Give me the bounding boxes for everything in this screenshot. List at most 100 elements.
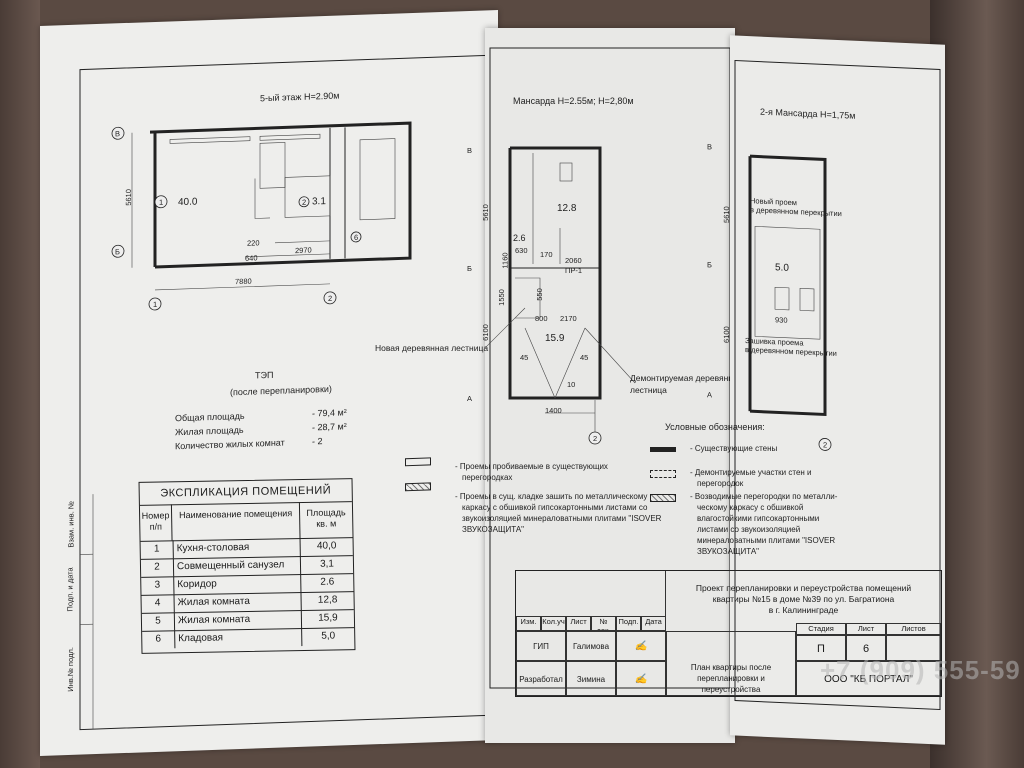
legend-l-1-2: перегородках — [462, 473, 513, 482]
legend-new-partition-symbol — [650, 494, 676, 502]
r-dim-5610: 5610 — [721, 206, 731, 224]
m-pr: ПР-1 — [565, 266, 583, 275]
dim-5610: 5610 — [123, 188, 133, 206]
stamp-inv2: Взам. инв. № — [66, 501, 76, 548]
m-dim-45b: 45 — [580, 353, 589, 362]
m-dim-6100: 6100 — [480, 324, 490, 341]
dim-2970: 2970 — [295, 245, 312, 256]
circle-6: 6 — [354, 232, 359, 243]
mansard2-plan — [734, 60, 941, 710]
m-dim-2060: 2060 — [565, 256, 582, 265]
floor5-plan — [79, 54, 498, 731]
legend-r-3-1: - Возводимые перегородки по металли- — [690, 492, 838, 501]
m-dim-550: 550 — [534, 288, 544, 301]
legend-opening-symbol — [405, 457, 431, 467]
tb-razrab-name: Зимина — [566, 661, 616, 696]
m-dim-5610: 5610 — [480, 204, 490, 221]
title-block: Проект перепланировки и переустройства п… — [515, 570, 942, 697]
r-dim-930: 930 — [775, 315, 788, 325]
dim-640: 640 — [245, 253, 258, 263]
label-demount-stair-2: лестница — [630, 385, 667, 395]
tb-project: Проект перепланировки и переустройства п… — [695, 583, 912, 615]
tb-list-head: Лист — [846, 623, 886, 635]
sheet-left: 5-ый этаж H=2.90м 40.0 3.1 5610 7880 297… — [40, 10, 498, 756]
legend-demount-symbol — [650, 470, 676, 478]
tb-col-list: Лист — [566, 616, 591, 631]
tb-razrab-label: Разработал — [516, 661, 566, 696]
tb-razrab-signature: ✍ — [616, 661, 666, 696]
background-left — [0, 0, 40, 768]
m-dim-800: 800 — [535, 314, 548, 323]
tb-list: 6 — [846, 635, 886, 661]
tb-gip-label: ГИП — [516, 631, 566, 661]
tep-rooms-value: - 2 — [312, 436, 323, 447]
legend-r-3-4: листами со звукоизоляцией — [697, 525, 801, 534]
m-axis-a: А — [467, 394, 473, 403]
tb-gip-signature: ✍ — [616, 631, 666, 661]
legend-l-1-1: - Проемы пробиваемые в существующих — [455, 462, 608, 471]
tb-plan: План квартиры после перепланировки и пер… — [666, 631, 796, 696]
tb-gip-name: Галимова — [566, 631, 616, 661]
m-axis-b: Б — [467, 264, 472, 273]
room3-area: 2.6 — [513, 233, 526, 243]
dim-220: 220 — [247, 238, 260, 248]
label-demount-stair-1: Демонтируемая деревянная — [630, 373, 743, 383]
legend-l-2-2: каркасу с обшивкой гипсокартонными листа… — [462, 503, 648, 512]
room6-area: 5.0 — [775, 262, 789, 274]
header-number: Номер п/п — [139, 504, 173, 541]
tb-stage-head: Стадия — [796, 623, 846, 635]
header-area: Площадь кв. м — [306, 507, 346, 529]
legend-r-2-2: перегородок — [697, 479, 744, 488]
tb-col-kol: Кол.уч — [541, 616, 566, 631]
tb-stage: П — [796, 635, 846, 661]
r-axis-v: В — [707, 142, 713, 152]
tb-org: ООО "КБ ПОРТАЛ" — [796, 661, 941, 696]
m-dim-2170: 2170 — [560, 314, 577, 323]
mansard-title: Мансарда H=2.55м; H=2,80м — [513, 96, 634, 106]
m-dim-1400: 1400 — [545, 406, 562, 415]
tb-col-izm: Изм. — [516, 616, 541, 631]
background-right — [930, 0, 1024, 768]
legend-r-3-6: ЗВУКОЗАЩИТА" — [697, 547, 759, 556]
tb-lists — [886, 635, 941, 661]
tep-total-value: - 79,4 м² — [312, 407, 347, 419]
tb-col-dok: № док. — [591, 616, 616, 631]
r-axis-b: Б — [707, 260, 712, 270]
stamp-inv1: Инв.№ подл. — [65, 646, 75, 692]
label-new-stair: Новая деревянная лестница — [375, 343, 489, 353]
legend-title: Условные обозначения: — [665, 422, 765, 432]
m-dim-10: 10 — [567, 380, 576, 389]
explication-table: ЭКСПЛИКАЦИЯ ПОМЕЩЕНИЙ Номер п/п Наименов… — [138, 478, 356, 654]
room1-area: 40.0 — [178, 196, 198, 209]
tb-col-podp: Подп. — [616, 616, 641, 631]
r-axis-a: А — [707, 390, 713, 400]
m-axis-v: В — [467, 146, 473, 155]
dim-7880: 7880 — [235, 276, 252, 287]
axis-b: Б — [115, 247, 120, 257]
axis-2: 2 — [328, 293, 333, 303]
r-dim-6100: 6100 — [721, 326, 731, 344]
legend-l-2-4: ЗВУКОЗАЩИТА" — [462, 525, 524, 534]
legend-l-2-1: - Проемы в сущ. кладке зашить по металли… — [455, 492, 648, 501]
tb-lists-head: Листов — [886, 623, 941, 635]
legend-r-3-2: ческому каркасу с обшивкой — [697, 503, 804, 512]
room2-area: 3.1 — [312, 196, 326, 208]
axis-1: 1 — [153, 299, 158, 310]
m-dim-630: 630 — [515, 246, 528, 255]
header-name: Наименование помещения — [171, 502, 301, 541]
legend-sealing-symbol — [405, 482, 431, 492]
phone-watermark: +7 (909) 555-59 — [820, 655, 1021, 685]
m-dim-1160: 1160 — [500, 252, 510, 269]
legend-r-1: - Существующие стены — [690, 444, 778, 453]
tep-title: ТЭП — [255, 369, 274, 381]
sheet-right: 2-я Мансарда H=1,75м 5.0 5610 6100 930 Н… — [707, 35, 945, 745]
stamp-sign: Подп. и дата — [65, 567, 75, 612]
m-dim-1550: 1550 — [496, 289, 506, 306]
axis-v: В — [115, 129, 121, 139]
circle-2: 2 — [302, 197, 307, 207]
room5-area: 15.9 — [545, 333, 565, 344]
tep-living-value: - 28,7 м² — [312, 421, 347, 433]
r-axis-2: 2 — [823, 440, 828, 450]
room4-area: 12.8 — [557, 203, 577, 214]
